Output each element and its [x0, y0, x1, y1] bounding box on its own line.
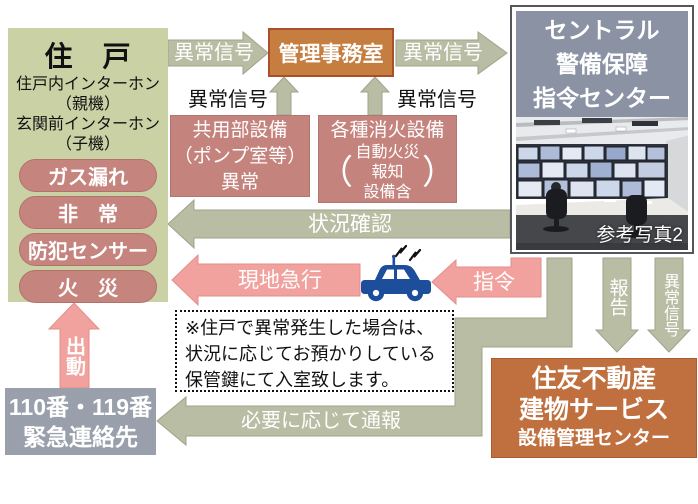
- residence-line: （親機）: [55, 96, 120, 113]
- pipe-notify-if-needed: [156, 257, 573, 447]
- label-abnormal-signal-common: 異常信号: [188, 89, 268, 111]
- note-line: ※住戸で異常発生した場合は、: [185, 318, 435, 338]
- management-office-box: 管理事務室: [268, 28, 394, 77]
- alarm-pill-gas: ガス漏れ: [19, 159, 157, 192]
- label-abnormal-signal-to-office: 異常信号: [174, 42, 254, 64]
- fire-facility-line: 自動火災報知: [355, 144, 420, 181]
- patrol-car-icon: [356, 244, 436, 306]
- label-report: 報告: [606, 278, 628, 316]
- fire-facility-box: 各種消火設備 （ 自動火災報知 設備含 ）: [318, 115, 457, 203]
- alarm-pill-fire: 火 災: [19, 270, 157, 303]
- label-rush-to-site: 現地急行: [238, 268, 322, 292]
- label-command: 指令: [473, 270, 515, 294]
- sumitomo-line: 住友不動産: [531, 365, 657, 393]
- common-facility-line: 異常: [220, 172, 259, 193]
- arrow-status-check: [167, 198, 511, 250]
- central-title-line: 警備保障: [556, 51, 648, 77]
- control-room-illustration: [516, 117, 688, 250]
- arrow-abnormal-signal-to-central: [395, 31, 508, 75]
- central-security-center-title: セントラル 警備保障 指令センター: [516, 11, 688, 117]
- fire-facility-paren-row: （ 自動火災報知 設備含 ）: [319, 143, 456, 203]
- arrow-up-common-signal: [268, 76, 300, 116]
- alarm-pill-security-sensor: 防犯センサー: [19, 233, 157, 266]
- sumitomo-building-service-box: 住友不動産 建物サービス 設備管理センター: [491, 358, 697, 458]
- arrow-abnormal-signal-down: [646, 257, 692, 353]
- residence-line: 玄関前インターホン: [15, 116, 160, 133]
- residence-line: （子機）: [55, 136, 120, 153]
- arrow-up-fire-signal: [359, 76, 391, 116]
- central-security-center-box: セントラル 警備保障 指令センター: [510, 5, 694, 254]
- close-paren: ）: [422, 154, 456, 192]
- spark-icon: [408, 248, 422, 262]
- patrol-car-drawing: [361, 244, 431, 302]
- arrow-rush-to-site: [171, 253, 361, 307]
- control-room-photo: 参考写真2: [516, 117, 688, 250]
- label-notify-if-needed: 必要に応じて通報: [241, 410, 401, 432]
- note-line: 保管鍵にて入室致します。: [185, 370, 400, 390]
- sumitomo-line: 設備管理センター: [517, 428, 670, 449]
- alarm-pill-emergency: 非 常: [19, 196, 157, 229]
- sumitomo-line: 建物サービス: [518, 396, 669, 424]
- fire-facility-line: 各種消火設備: [330, 120, 445, 141]
- open-paren: （: [319, 154, 353, 192]
- note-line: 状況に応じてお預かりしている: [185, 344, 436, 364]
- central-title-line: 指令センター: [533, 85, 671, 111]
- label-abnormal-signal-down: 異常信号: [661, 273, 678, 337]
- photo-caption: 参考写真2: [596, 225, 683, 246]
- common-facility-box: 共用部設備 （ポンプ室等） 異常: [170, 115, 310, 197]
- fire-facility-sublines: 自動火災報知 設備含: [353, 143, 422, 203]
- management-office-label: 管理事務室: [278, 42, 384, 66]
- arrow-abnormal-signal-to-office: [167, 30, 269, 76]
- common-facility-line: （ポンプ室等）: [173, 146, 307, 167]
- central-title-line: セントラル: [544, 17, 660, 43]
- residence-title: 住 戸: [44, 41, 132, 72]
- label-abnormal-signal-fire: 異常信号: [397, 89, 477, 111]
- emergency-contact-line: 緊急連絡先: [23, 424, 138, 450]
- emergency-contact-box: 110番・119番 緊急連絡先: [5, 388, 156, 455]
- fire-facility-line: 設備含: [363, 184, 412, 201]
- arrow-report-down: [594, 257, 640, 353]
- note-box: ※住戸で異常発生した場合は、 状況に応じてお預かりしている 保管鍵にて入室致しま…: [175, 310, 454, 392]
- common-facility-line: 共用部設備: [192, 120, 288, 141]
- arrow-command: [431, 257, 542, 306]
- spark-icon: [394, 244, 408, 258]
- label-dispatch: 出動: [62, 336, 85, 376]
- label-status-check: 状況確認: [308, 212, 392, 236]
- residence-line: 住戸内インターホン: [15, 76, 160, 93]
- residence-box: 住 戸 住戸内インターホン （親機） 玄関前インターホン （子機） ガス漏れ 非…: [8, 28, 168, 303]
- emergency-contact-line: 110番・119番: [8, 394, 153, 420]
- label-abnormal-signal-to-central: 異常信号: [403, 42, 483, 64]
